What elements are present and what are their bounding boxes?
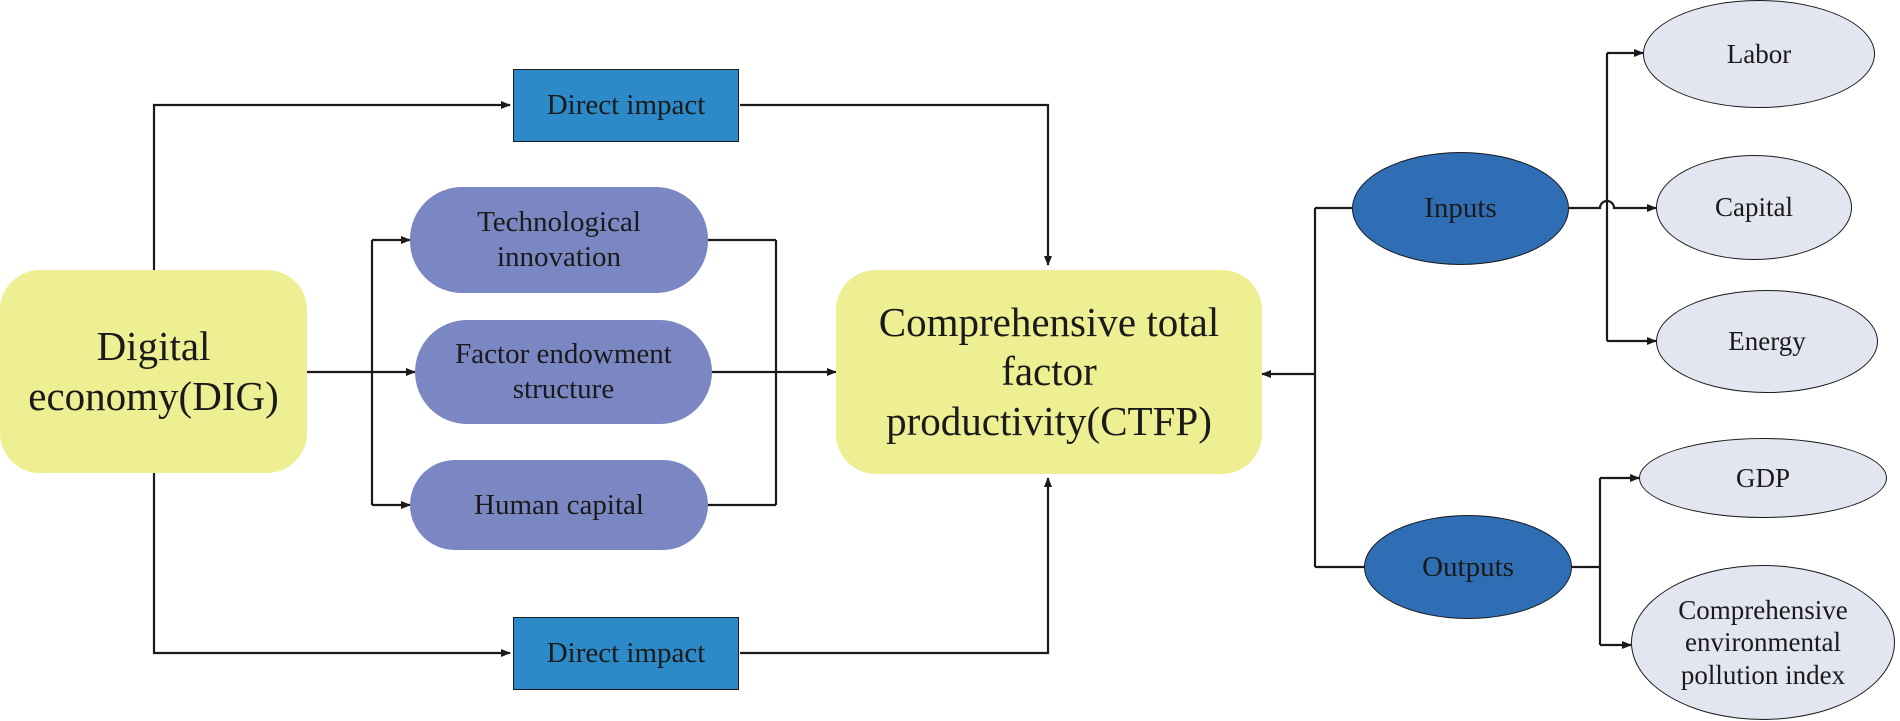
factor-endowment-label: Factor endowment structure (455, 338, 672, 405)
technological-innovation-label: Technological innovation (477, 206, 641, 273)
human-capital-node: Human capital (410, 460, 708, 550)
outputs-node: Outputs (1364, 515, 1572, 619)
energy-label: Energy (1728, 326, 1806, 357)
direct-impact-top-label: Direct impact (546, 89, 706, 122)
arrow-direct-top-to-ctfp (740, 103, 1052, 266)
energy-node: Energy (1656, 290, 1878, 393)
ctfp-label: Comprehensive total factor productivity(… (878, 299, 1220, 444)
labor-node: Labor (1643, 0, 1875, 108)
direct-impact-bottom: Direct impact (513, 617, 739, 690)
arrow-dig-to-direct-bottom (152, 473, 511, 657)
pollution-index-label: Comprehensive environmental pollution in… (1678, 594, 1848, 690)
outputs-label: Outputs (1422, 550, 1514, 583)
dig-node: Digital economy(DIG) (0, 270, 307, 473)
capital-node: Capital (1656, 155, 1852, 260)
gdp-node: GDP (1639, 438, 1887, 518)
inputs-node: Inputs (1352, 152, 1569, 265)
gdp-label: GDP (1735, 462, 1790, 493)
technological-innovation-node: Technological innovation (410, 187, 708, 293)
arrow-dig-to-direct-top (152, 101, 511, 270)
inputs-label: Inputs (1424, 192, 1497, 225)
labor-label: Labor (1726, 38, 1792, 69)
ctfp-node: Comprehensive total factor productivity(… (836, 270, 1262, 474)
direct-impact-bottom-label: Direct impact (546, 637, 706, 670)
factor-endowment-node: Factor endowment structure (415, 320, 712, 424)
line-inputs-out (1569, 199, 1657, 212)
direct-impact-top: Direct impact (513, 69, 739, 142)
pollution-index-node: Comprehensive environmental pollution in… (1631, 565, 1895, 720)
human-capital-label: Human capital (474, 488, 644, 521)
dig-label: Digital economy(DIG) (28, 323, 279, 419)
arrow-direct-bottom-to-ctfp (740, 477, 1052, 655)
capital-label: Capital (1715, 192, 1793, 223)
